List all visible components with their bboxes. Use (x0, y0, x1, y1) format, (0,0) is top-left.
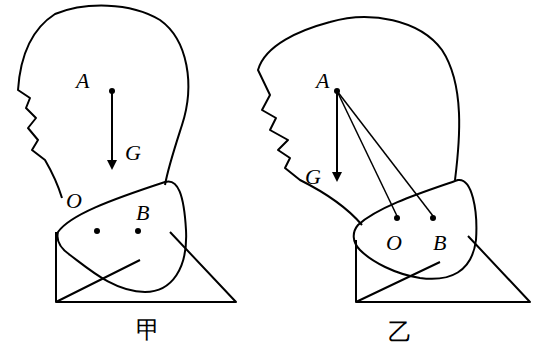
neck-collar (354, 180, 477, 279)
force-label: G (125, 142, 141, 164)
figure-caption: 甲 (136, 318, 160, 342)
neck-collar (58, 181, 187, 292)
stand (56, 232, 236, 302)
point-label: A (316, 70, 329, 92)
point-label: O (66, 190, 82, 212)
head-outline (258, 17, 459, 225)
force-label: G (305, 166, 321, 188)
point-label: B (433, 232, 446, 254)
figure-caption: 乙 (388, 320, 412, 344)
point-label: O (386, 232, 402, 254)
head-outline (18, 6, 188, 198)
point-label: B (136, 202, 149, 224)
point-label: A (76, 70, 89, 92)
